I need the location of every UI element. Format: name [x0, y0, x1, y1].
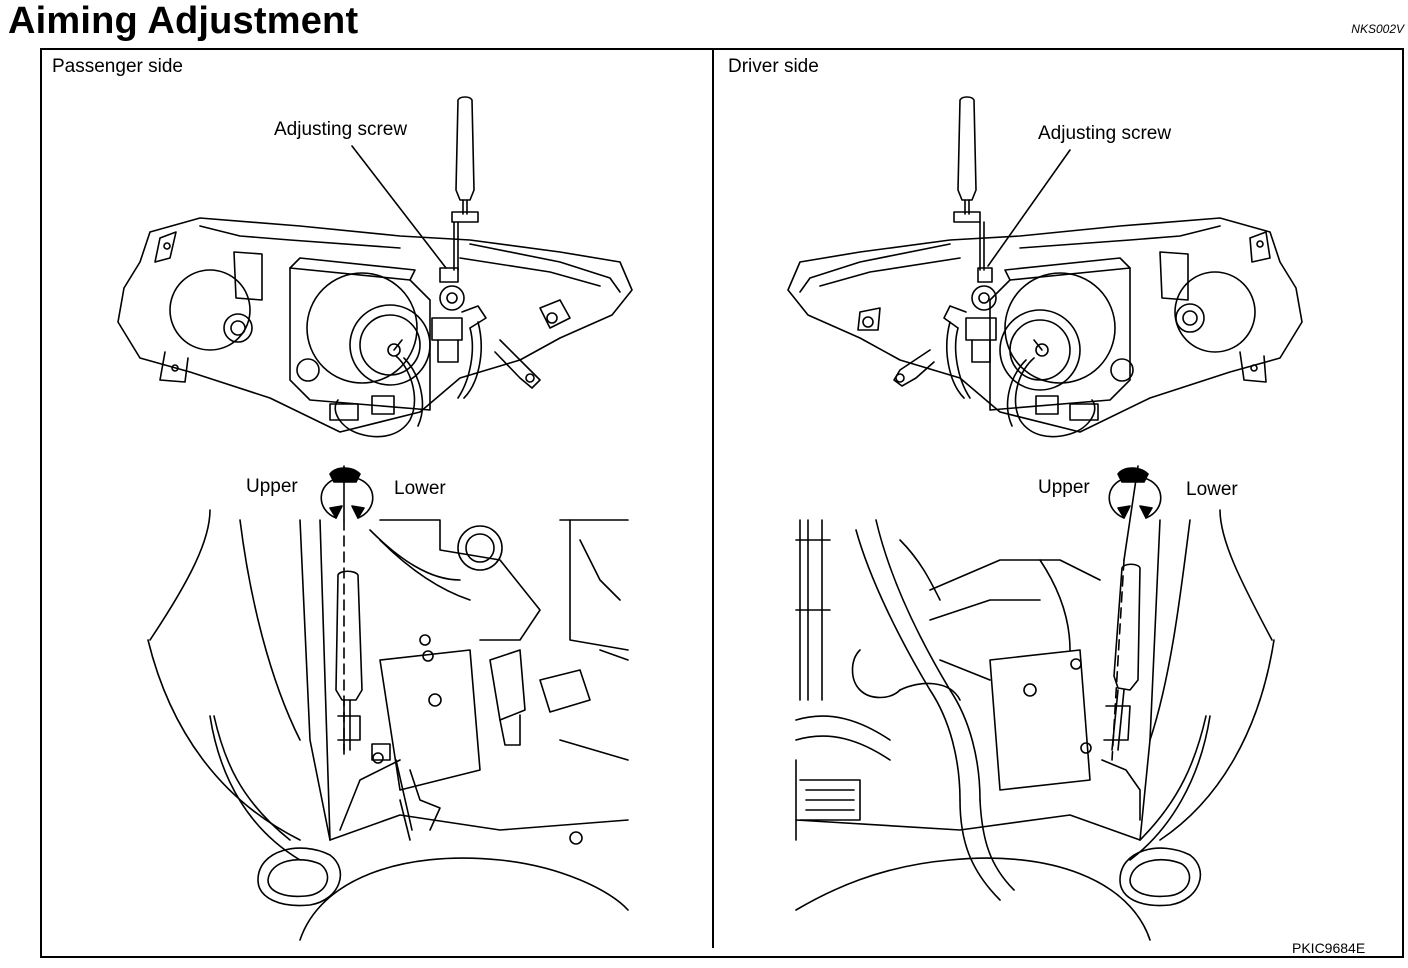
- driver-engine-bay: [796, 510, 1274, 940]
- driver-lower-label: Lower: [1186, 479, 1238, 500]
- panel-divider: [712, 50, 714, 948]
- driver-adjusting-screw-label: Adjusting screw: [1038, 123, 1172, 144]
- driver-side-label: Driver side: [728, 56, 819, 77]
- passenger-upper-label: Upper: [246, 476, 298, 497]
- passenger-lower-label: Lower: [394, 478, 446, 499]
- passenger-side-label: Passenger side: [52, 56, 183, 77]
- document-code: NKS002V: [1351, 22, 1404, 36]
- page-title: Aiming Adjustment: [8, 0, 359, 42]
- passenger-engine-bay: [148, 510, 628, 940]
- driver-headlamp: [788, 97, 1302, 437]
- figure-frame: [40, 48, 1404, 958]
- figure-code: PKIC9684E: [1292, 940, 1366, 956]
- passenger-adjusting-screw-label: Adjusting screw: [274, 119, 408, 140]
- driver-upper-label: Upper: [1038, 477, 1090, 498]
- passenger-headlamp: [118, 97, 632, 437]
- driver-rotation-symbol: [1109, 466, 1161, 760]
